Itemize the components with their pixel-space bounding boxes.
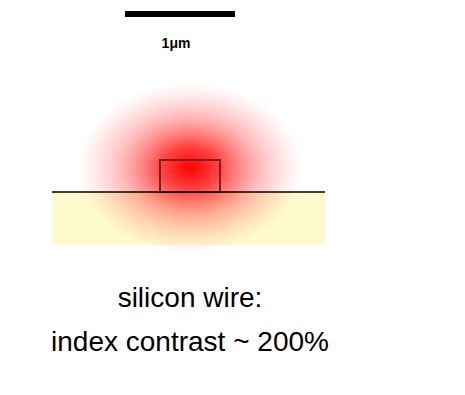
scale-bar xyxy=(125,11,235,17)
caption-line: index contrast ~ 200% xyxy=(51,325,329,359)
silicon-wire xyxy=(160,160,220,192)
substrate-surface xyxy=(52,191,325,193)
scale-label: 1μm xyxy=(162,35,191,52)
mode-profile xyxy=(78,83,302,253)
caption-line: silicon wire: xyxy=(118,281,263,315)
